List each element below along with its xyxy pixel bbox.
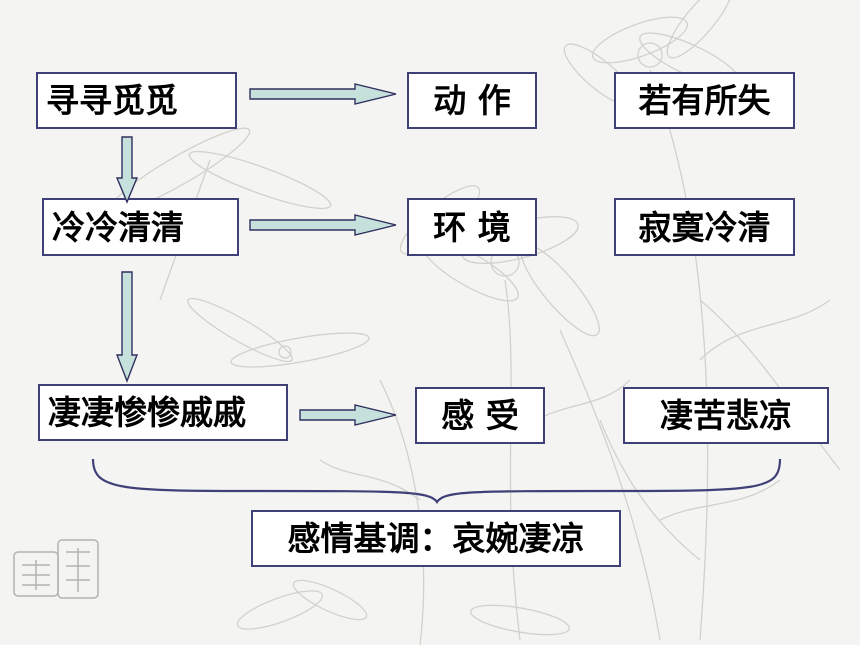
aspect-box-feeling: 感 受 — [415, 387, 545, 444]
arrow-right-icon — [299, 404, 397, 426]
arrow-right-icon — [249, 83, 397, 105]
arrow-down-icon — [115, 136, 139, 204]
phrase-box-3: 凄凄惨惨戚戚 — [38, 384, 288, 441]
curly-brace-icon — [91, 458, 782, 505]
phrase-box-2: 冷冷清清 — [42, 198, 239, 256]
arrow-right-icon — [249, 214, 397, 236]
result-box-2: 寂寞冷清 — [614, 198, 795, 256]
seal-stamp-icon — [13, 539, 99, 599]
arrow-down-icon — [115, 271, 139, 383]
aspect-box-action: 动 作 — [407, 72, 537, 129]
conclusion-box: 感情基调：哀婉凄凉 — [251, 510, 621, 567]
result-box-3: 凄苦悲凉 — [623, 387, 829, 444]
aspect-box-environment: 环 境 — [407, 198, 537, 256]
result-box-1: 若有所失 — [614, 72, 795, 129]
phrase-box-1: 寻寻觅觅 — [36, 72, 237, 129]
